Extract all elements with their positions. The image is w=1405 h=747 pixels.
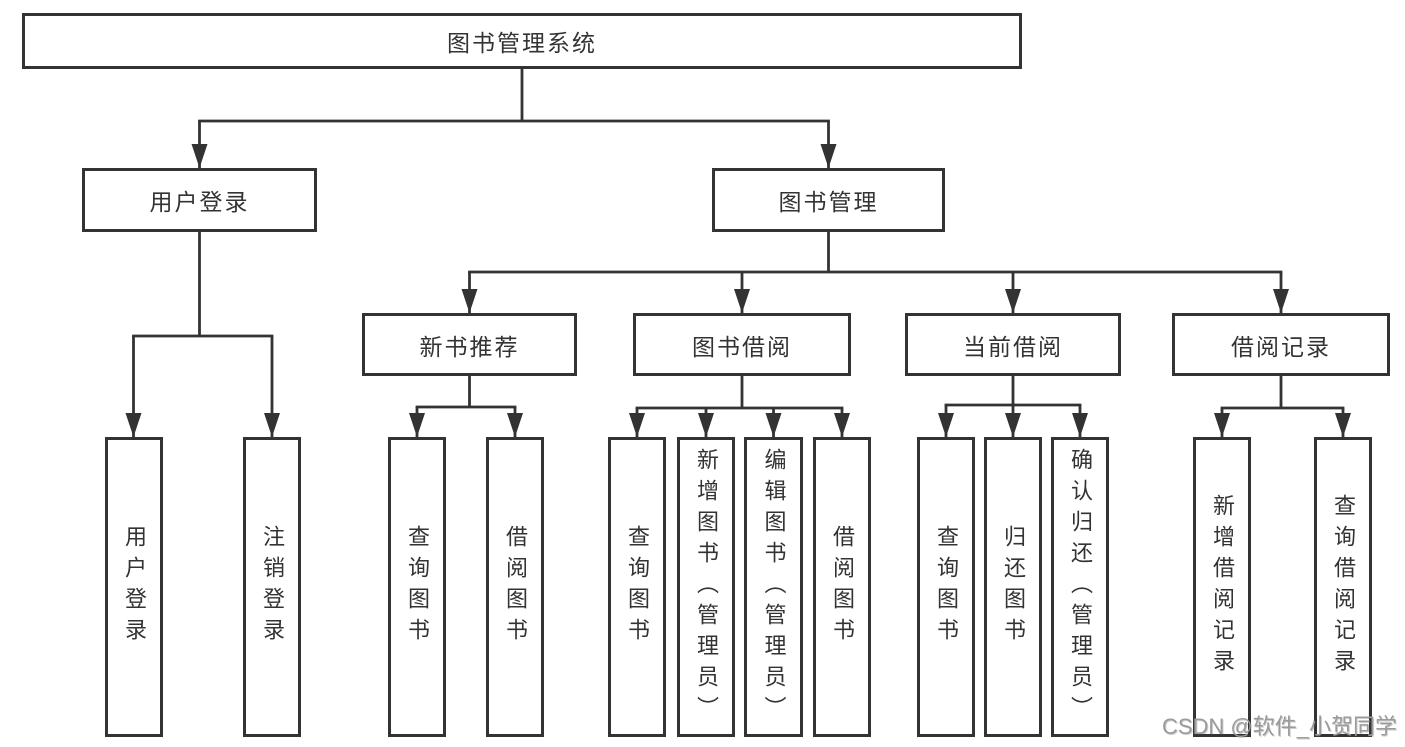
node-label: 图书借阅 [692, 333, 792, 360]
node-library-management-system: 图书管理系统 [22, 13, 1022, 69]
node-new-book-recommendation: 新书推荐 [362, 313, 577, 376]
node-current-borrowing: 当前借阅 [905, 313, 1121, 376]
node-label: 借阅记录 [1231, 333, 1331, 360]
leaf-add-borrow-record: 新增借阅记录 [1193, 437, 1251, 737]
node-label: 新书推荐 [419, 333, 520, 360]
node-book-management: 图书管理 [712, 168, 945, 232]
node-label: 归还图书 [1001, 525, 1026, 649]
watermark-text: CSDN @软件_小贺同学 [1161, 714, 1397, 739]
node-label: 借阅图书 [830, 525, 855, 649]
leaf-query-books-borrow: 查询图书 [608, 437, 666, 737]
leaf-query-books-recommend: 查询图书 [388, 437, 446, 737]
leaf-confirm-return-admin: 确认归还（管理员） [1051, 437, 1109, 737]
node-label: 图书管理 [778, 189, 879, 215]
leaf-query-borrow-record: 查询借阅记录 [1314, 437, 1372, 737]
node-label: 用户登录 [122, 525, 147, 649]
node-label: 注销登录 [260, 525, 285, 649]
leaf-user-login: 用户登录 [105, 437, 163, 737]
node-user-login: 用户登录 [82, 168, 317, 232]
node-label: 当前借阅 [963, 333, 1063, 360]
leaf-edit-books-admin: 编辑图书（管理员） [744, 437, 803, 737]
leaf-logout: 注销登录 [243, 437, 301, 737]
leaf-return-books: 归还图书 [984, 437, 1042, 737]
node-book-borrowing: 图书借阅 [633, 313, 851, 376]
node-borrowing-records: 借阅记录 [1172, 313, 1390, 376]
leaf-borrow-books-recommend: 借阅图书 [486, 437, 544, 737]
node-label: 用户登录 [149, 189, 250, 215]
node-label: 借阅图书 [503, 525, 528, 649]
node-label: 查询图书 [405, 525, 430, 649]
leaf-query-books-current: 查询图书 [917, 437, 975, 737]
node-label: 查询图书 [625, 525, 650, 649]
leaf-borrow-books: 借阅图书 [813, 437, 871, 737]
node-label: 确认归还（管理员） [1068, 447, 1093, 727]
node-label: 新增借阅记录 [1210, 494, 1235, 680]
leaf-add-books-admin: 新增图书（管理员） [677, 437, 735, 737]
node-label: 查询图书 [934, 525, 959, 649]
node-label: 图书管理系统 [447, 30, 597, 56]
node-label: 查询借阅记录 [1331, 494, 1356, 680]
node-label: 编辑图书（管理员） [761, 447, 787, 727]
node-label: 新增图书（管理员） [694, 447, 719, 727]
